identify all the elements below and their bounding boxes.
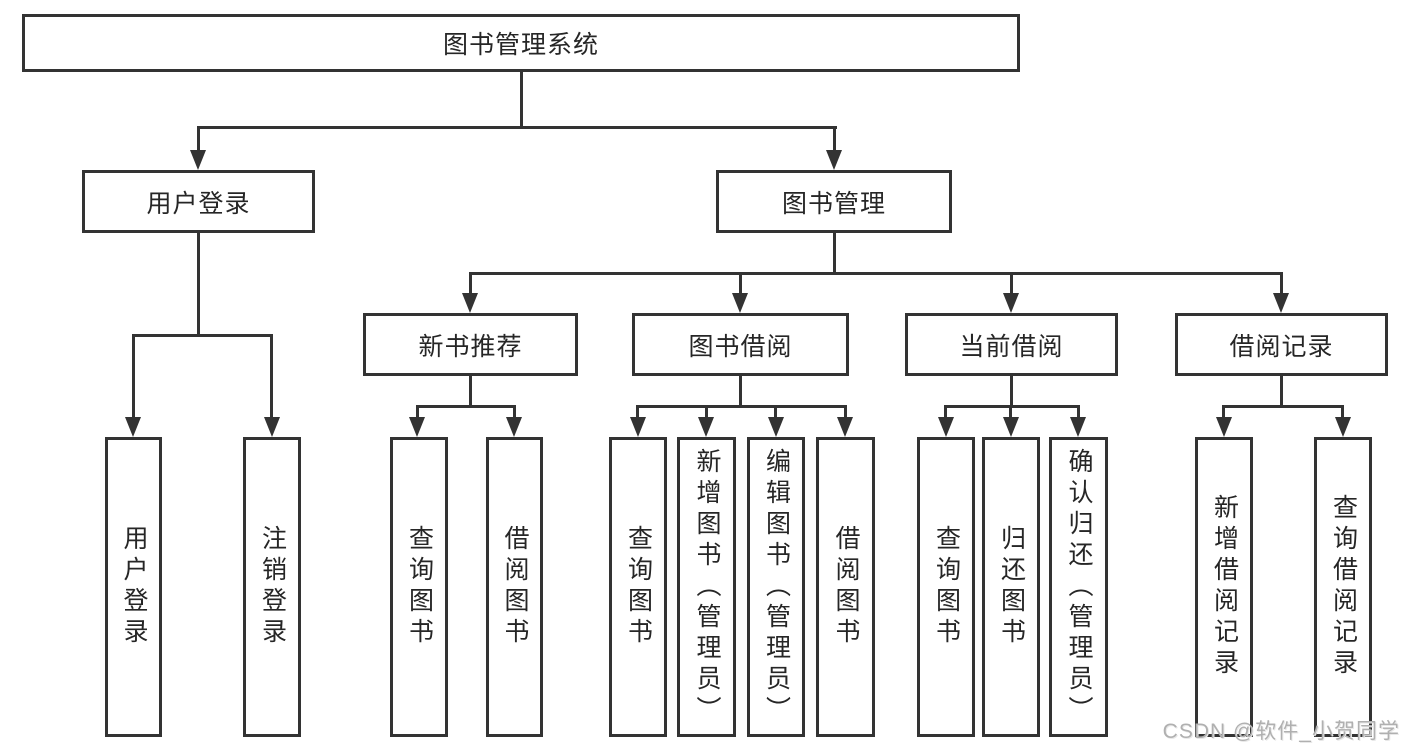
leaf-user-login: 用户登录: [105, 437, 162, 737]
connector-book-mgmt-branch: [469, 272, 1283, 275]
connector-drop: [513, 405, 516, 419]
node-user-login-label: 用户登录: [146, 189, 251, 218]
connector-drop: [1222, 405, 1225, 419]
arrow-down-icon: [409, 417, 425, 437]
leaf-borrow-book: 借阅图书: [816, 437, 875, 737]
node-borrow-record: 借阅记录: [1175, 313, 1388, 376]
connector-drop-leaf-user-login: [132, 334, 135, 419]
connector-current-borrow-branch: [944, 405, 1080, 408]
leaf-add-borrow-record: 新增借阅记录: [1195, 437, 1253, 737]
leaf-user-login-label: 用户登录: [120, 525, 148, 649]
leaf-query-book-current: 查询图书: [917, 437, 975, 737]
leaf-add-borrow-record-label: 新增借阅记录: [1210, 494, 1239, 680]
arrow-down-icon: [768, 417, 784, 437]
connector-user-login-branch: [132, 334, 273, 337]
connector-borrow-record-stem: [1280, 376, 1283, 408]
connector-drop-book-mgmt: [833, 126, 836, 154]
arrow-down-icon: [264, 417, 280, 437]
arrow-down-icon: [190, 150, 206, 170]
connector-drop-borrow-record: [1280, 272, 1283, 295]
connector-new-book-rec-branch: [416, 405, 516, 408]
node-book-mgmt-label: 图书管理: [781, 189, 886, 218]
leaf-add-book: 新增图书（管理员）: [677, 437, 736, 737]
leaf-add-book-label: 新增图书（管理员）: [693, 447, 721, 727]
connector-drop: [416, 405, 419, 419]
leaf-edit-book-label: 编辑图书（管理员）: [762, 447, 791, 727]
node-user-login: 用户登录: [82, 170, 315, 233]
arrow-down-icon: [462, 293, 478, 313]
connector-book-borrow-stem: [739, 376, 742, 408]
leaf-logout-label: 注销登录: [258, 525, 287, 649]
connector-drop: [1077, 405, 1080, 419]
leaf-query-book-borrow: 查询图书: [609, 437, 667, 737]
connector-new-book-rec-stem: [469, 376, 472, 408]
leaf-borrow-book-label: 借阅图书: [832, 525, 860, 649]
node-book-borrow: 图书借阅: [632, 313, 849, 376]
arrow-down-icon: [1216, 417, 1232, 437]
connector-drop: [1341, 405, 1344, 419]
connector-drop: [774, 405, 777, 419]
leaf-query-borrow-record: 查询借阅记录: [1314, 437, 1372, 737]
leaf-borrow-book-rec: 借阅图书: [486, 437, 543, 737]
arrow-down-icon: [630, 417, 646, 437]
arrow-down-icon: [506, 417, 522, 437]
leaf-query-book-borrow-label: 查询图书: [624, 525, 653, 649]
node-current-borrow: 当前借阅: [905, 313, 1118, 376]
connector-drop-current-borrow: [1010, 272, 1013, 295]
node-new-book-rec-label: 新书推荐: [418, 332, 523, 361]
connector-drop: [844, 405, 847, 419]
connector-drop: [1009, 405, 1012, 419]
connector-drop-book-borrow: [739, 272, 742, 295]
arrow-down-icon: [826, 150, 842, 170]
connector-drop: [705, 405, 708, 419]
arrow-down-icon: [698, 417, 714, 437]
arrow-down-icon: [1003, 293, 1019, 313]
arrow-down-icon: [732, 293, 748, 313]
connector-user-login-stem: [197, 233, 200, 337]
arrow-down-icon: [1335, 417, 1351, 437]
connector-root-branch: [197, 126, 837, 129]
leaf-return-book: 归还图书: [982, 437, 1040, 737]
connector-drop: [636, 405, 639, 419]
node-book-mgmt: 图书管理: [716, 170, 952, 233]
connector-drop-new-book-rec: [469, 272, 472, 295]
leaf-return-book-label: 归还图书: [997, 525, 1026, 649]
leaf-logout: 注销登录: [243, 437, 301, 737]
leaf-borrow-book-rec-label: 借阅图书: [501, 525, 529, 649]
arrow-down-icon: [837, 417, 853, 437]
leaf-query-book-current-label: 查询图书: [932, 525, 961, 649]
connector-drop: [944, 405, 947, 419]
arrow-down-icon: [1273, 293, 1289, 313]
connector-current-borrow-stem: [1010, 376, 1013, 408]
leaf-edit-book: 编辑图书（管理员）: [747, 437, 805, 737]
node-root-label: 图书管理系统: [442, 31, 599, 59]
connector-root-stem: [520, 71, 523, 128]
leaf-confirm-return-label: 确认归还（管理员）: [1065, 447, 1093, 727]
arrow-down-icon: [1070, 417, 1086, 437]
connector-borrow-record-branch: [1222, 405, 1344, 408]
arrow-down-icon: [1003, 417, 1019, 437]
arrow-down-icon: [938, 417, 954, 437]
connector-book-mgmt-stem: [833, 233, 836, 275]
leaf-query-book-rec: 查询图书: [390, 437, 448, 737]
arrow-down-icon: [125, 417, 141, 437]
connector-drop-leaf-logout: [270, 334, 273, 419]
connector-drop-user-login: [197, 126, 200, 154]
node-root: 图书管理系统: [22, 14, 1020, 72]
watermark: CSDN @软件_小贺同学: [1162, 720, 1400, 743]
node-book-borrow-label: 图书借阅: [688, 332, 793, 361]
node-current-borrow-label: 当前借阅: [959, 332, 1064, 361]
connector-book-borrow-branch: [636, 405, 847, 408]
leaf-query-book-rec-label: 查询图书: [405, 525, 434, 649]
node-new-book-rec: 新书推荐: [363, 313, 578, 376]
leaf-query-borrow-record-label: 查询借阅记录: [1329, 494, 1358, 680]
leaf-confirm-return: 确认归还（管理员）: [1049, 437, 1108, 737]
node-borrow-record-label: 借阅记录: [1229, 332, 1334, 361]
